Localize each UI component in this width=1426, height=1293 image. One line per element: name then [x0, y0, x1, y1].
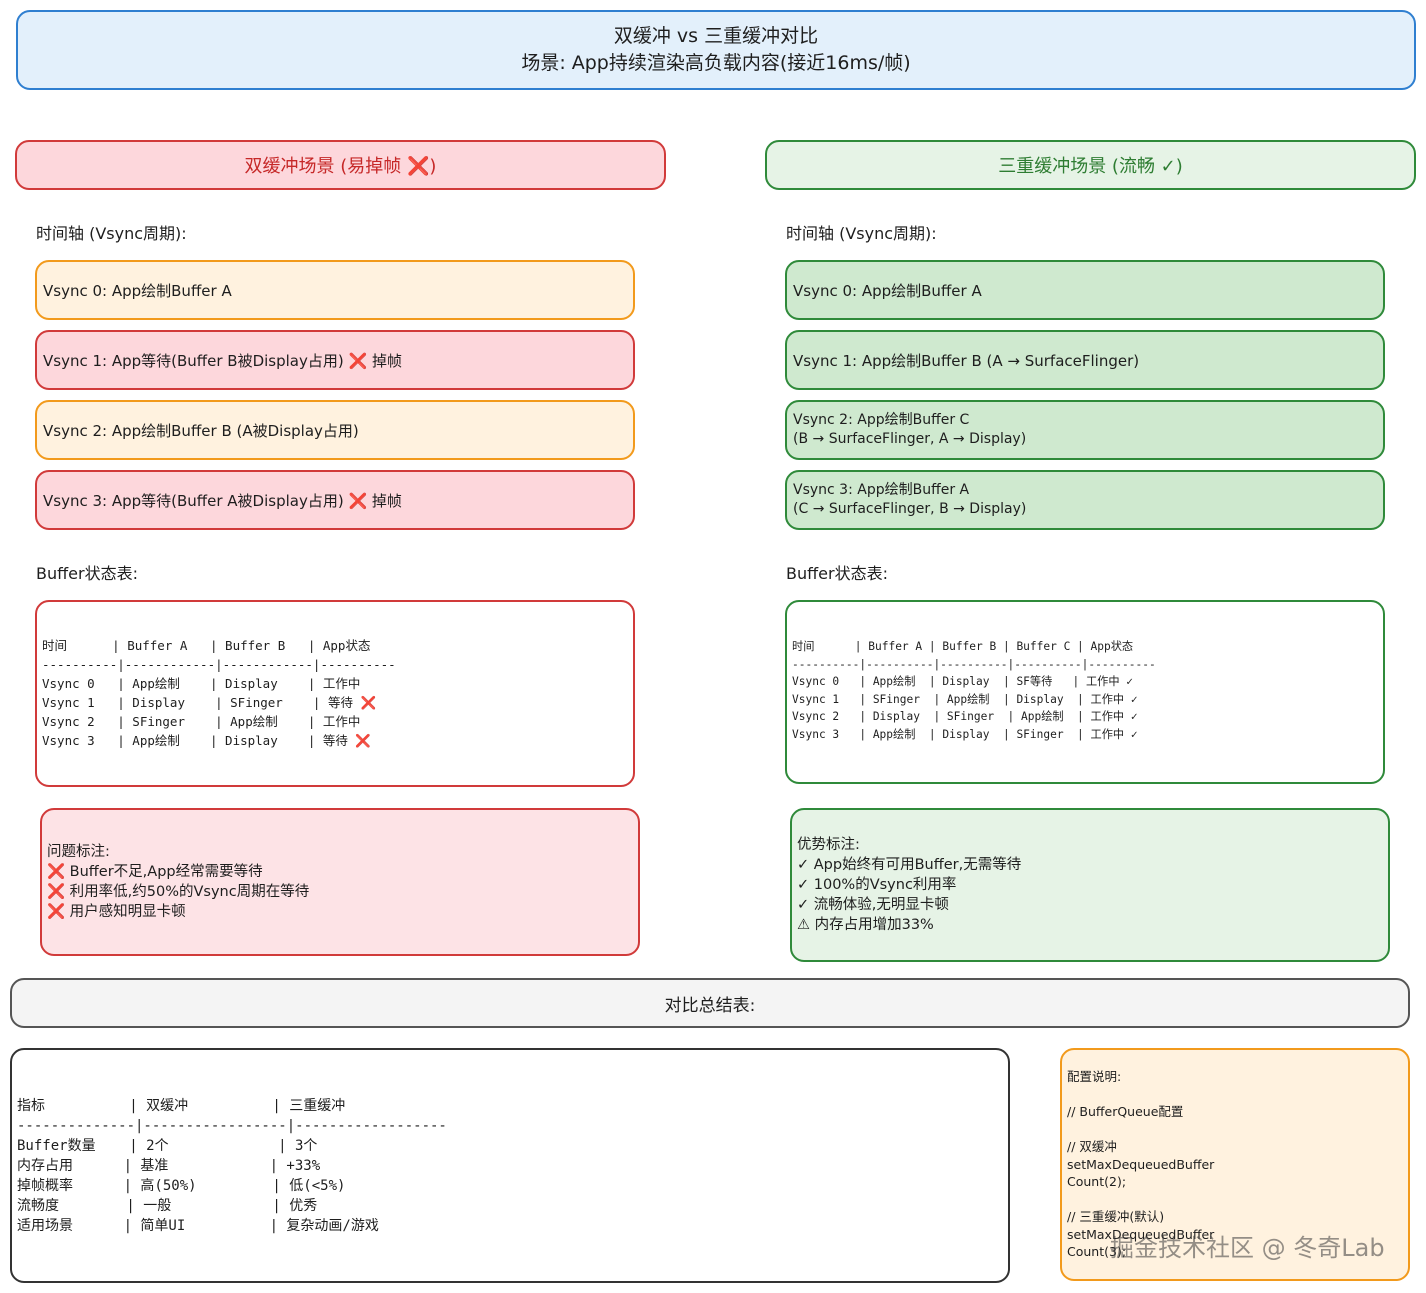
triple-notes: 优势标注: ✓ App始终有可用Buffer,无需等待 ✓ 100%的Vsync…: [790, 808, 1390, 962]
double-step-0: Vsync 0: App绘制Buffer A: [35, 260, 635, 320]
watermark: 掘金技术社区 @ 冬奇Lab: [1110, 1234, 1385, 1262]
double-buffer-table-text: 时间 | Buffer A | Buffer B | App状态 -------…: [42, 638, 396, 748]
triple-note-title: 优势标注:: [797, 837, 860, 853]
double-step-3: Vsync 3: App等待(Buffer A被Display占用) ❌ 掉帧: [35, 470, 635, 530]
summary-table: 指标 | 双缓冲 | 三重缓冲 --------------|---------…: [10, 1048, 1010, 1283]
triple-note-warning: ⚠ 内存占用增加33%: [797, 917, 934, 933]
double-step-1: Vsync 1: App等待(Buffer B被Display占用) ❌ 掉帧: [35, 330, 635, 390]
triple-step-0: Vsync 0: App绘制Buffer A: [785, 260, 1385, 320]
diagram-title: 双缓冲 vs 三重缓冲对比: [613, 25, 819, 47]
triple-note-item: ✓ 100%的Vsync利用率: [797, 877, 957, 893]
header-box: 双缓冲 vs 三重缓冲对比 场景: App持续渲染高负载内容(接近16ms/帧): [16, 10, 1416, 90]
triple-step-1-text: Vsync 1: App绘制Buffer B (A → SurfaceFling…: [793, 351, 1140, 370]
triple-timeline-label: 时间轴 (Vsync周期):: [786, 224, 937, 243]
summary-heading-text: 对比总结表:: [664, 995, 756, 1016]
triple-step-1: Vsync 1: App绘制Buffer B (A → SurfaceFling…: [785, 330, 1385, 390]
double-note-title: 问题标注:: [47, 844, 110, 860]
triple-table-label: Buffer状态表:: [786, 564, 888, 583]
diagram-subtitle: 场景: App持续渲染高负载内容(接近16ms/帧): [521, 52, 911, 74]
double-step-0-text: Vsync 0: App绘制Buffer A: [43, 281, 232, 300]
double-note-item: ❌ 用户感知明显卡顿: [47, 904, 186, 920]
summary-table-text: 指标 | 双缓冲 | 三重缓冲 --------------|---------…: [17, 1098, 447, 1234]
triple-step-2-text: Vsync 2: App绘制Buffer C (B → SurfaceFling…: [793, 412, 1027, 447]
triple-step-3: Vsync 3: App绘制Buffer A (C → SurfaceFling…: [785, 470, 1385, 530]
double-note-item: ❌ 利用率低,约50%的Vsync周期在等待: [47, 884, 310, 900]
double-heading-text: 双缓冲场景 (易掉帧 ❌): [244, 156, 437, 177]
double-timeline-label: 时间轴 (Vsync周期):: [36, 224, 187, 243]
summary-heading: 对比总结表:: [10, 978, 1410, 1028]
triple-step-3-text: Vsync 3: App绘制Buffer A (C → SurfaceFling…: [793, 482, 1027, 517]
triple-step-0-text: Vsync 0: App绘制Buffer A: [793, 281, 982, 300]
triple-buffer-table-text: 时间 | Buffer A | Buffer B | Buffer C | Ap…: [792, 640, 1156, 741]
triple-heading: 三重缓冲场景 (流畅 ✓): [765, 140, 1416, 190]
double-heading: 双缓冲场景 (易掉帧 ❌): [15, 140, 666, 190]
triple-heading-text: 三重缓冲场景 (流畅 ✓): [998, 156, 1183, 177]
double-step-1-text: Vsync 1: App等待(Buffer B被Display占用) ❌ 掉帧: [43, 351, 402, 370]
triple-note-item: ✓ 流畅体验,无明显卡顿: [797, 897, 949, 913]
double-step-2-text: Vsync 2: App绘制Buffer B (A被Display占用): [43, 421, 359, 440]
double-note-item: ❌ Buffer不足,App经常需要等待: [47, 864, 263, 880]
double-table-label: Buffer状态表:: [36, 564, 138, 583]
triple-buffer-table: 时间 | Buffer A | Buffer B | Buffer C | Ap…: [785, 600, 1385, 784]
double-step-3-text: Vsync 3: App等待(Buffer A被Display占用) ❌ 掉帧: [43, 491, 402, 510]
double-notes: 问题标注: ❌ Buffer不足,App经常需要等待 ❌ 利用率低,约50%的V…: [40, 808, 640, 956]
double-buffer-table: 时间 | Buffer A | Buffer B | App状态 -------…: [35, 600, 635, 787]
config-note-text: 配置说明: // BufferQueue配置 // 双缓冲 setMaxDequ…: [1067, 1069, 1215, 1259]
double-step-2: Vsync 2: App绘制Buffer B (A被Display占用): [35, 400, 635, 460]
config-note: 配置说明: // BufferQueue配置 // 双缓冲 setMaxDequ…: [1060, 1048, 1410, 1281]
triple-step-2: Vsync 2: App绘制Buffer C (B → SurfaceFling…: [785, 400, 1385, 460]
triple-note-item: ✓ App始终有可用Buffer,无需等待: [797, 857, 1022, 873]
